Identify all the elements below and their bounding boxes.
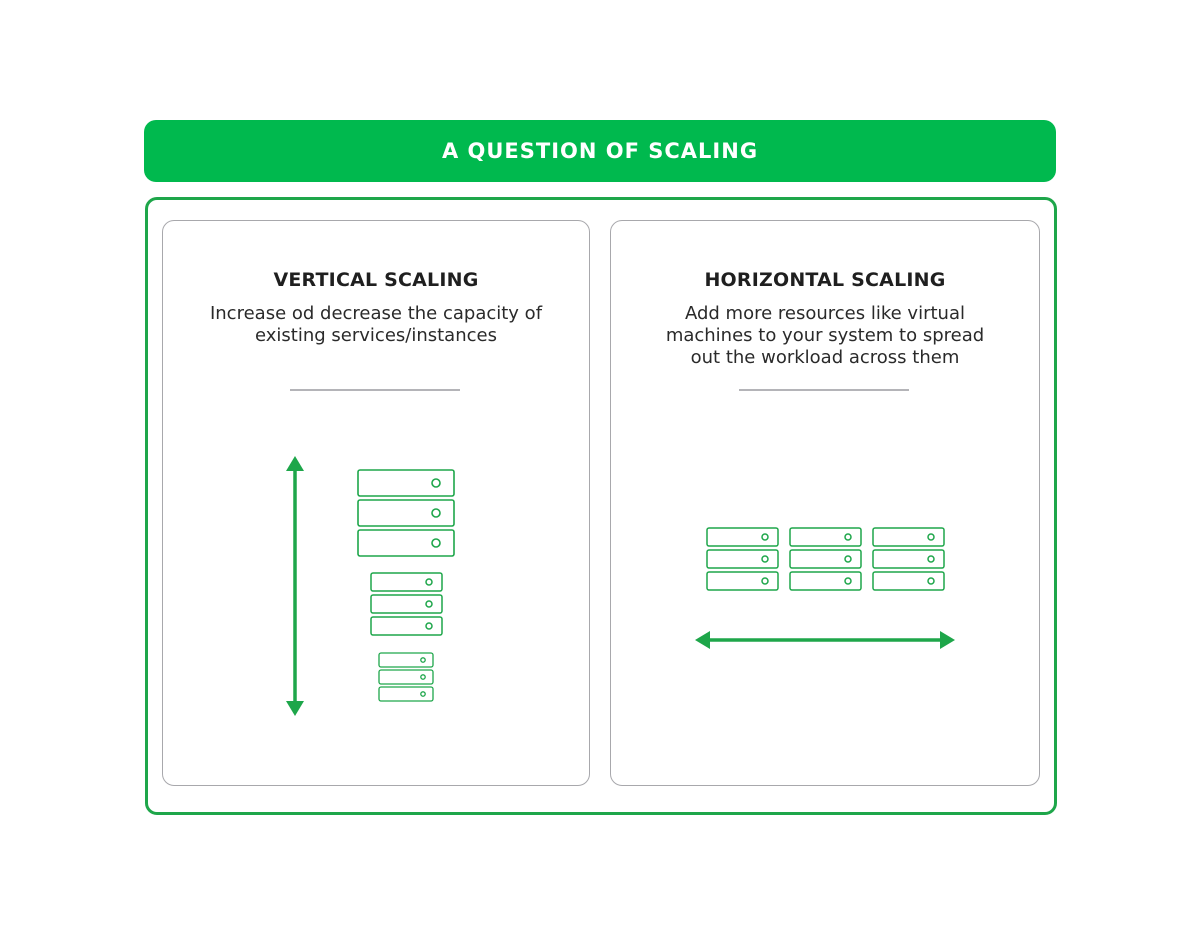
vertical-scaling-panel: VERTICAL SCALING Increase od decrease th…	[162, 220, 590, 786]
title-banner: A QUESTION OF SCALING	[144, 120, 1056, 182]
panel-title: VERTICAL SCALING	[273, 269, 479, 291]
panel-title: HORIZONTAL SCALING	[704, 269, 946, 291]
panel-description: Add more resources like virtual machines…	[665, 303, 985, 368]
divider	[290, 389, 460, 391]
diagram-title: A QUESTION OF SCALING	[441, 139, 759, 163]
horizontal-scaling-panel: HORIZONTAL SCALING Add more resources li…	[610, 220, 1040, 786]
panel-description: Increase od decrease the capacity of exi…	[209, 303, 543, 346]
outer-frame	[145, 197, 1057, 815]
divider	[739, 389, 909, 391]
